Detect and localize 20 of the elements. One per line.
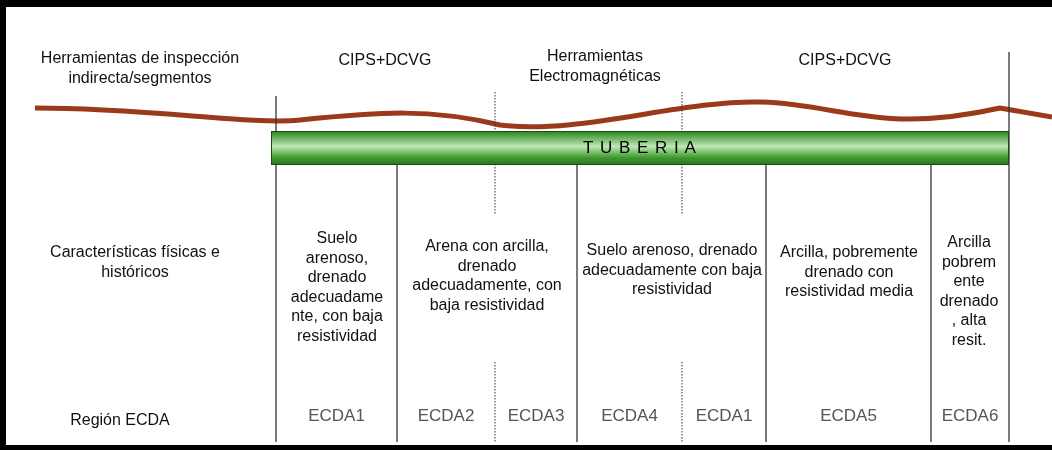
region-label: ECDA1 [307, 406, 366, 427]
text-label: Herramientas Electromagnéticas [528, 46, 662, 86]
text-label: Suelo arenoso, drenado adecuadamente, con baja resistividad [289, 228, 385, 346]
text-label: CIPS+DCVG [797, 50, 893, 70]
text-label: Región ECDA [69, 410, 171, 430]
pipe-bar [271, 131, 1009, 165]
text-label: Arcilla pobremente drenado, alta resit. [938, 232, 1000, 350]
text-label: Suelo arenoso, drenado adecuadamente con baja resistividad [581, 240, 763, 299]
text-label: Arcilla, pobremente drenado con resistividad media [779, 242, 919, 301]
pipe-label: T U B E R I A [583, 138, 697, 158]
region-label: ECDA6 [940, 406, 1000, 427]
text-label: Características físicas e históricos [49, 242, 221, 282]
region-label: ECDA5 [819, 406, 878, 427]
region-label: ECDA2 [416, 406, 476, 427]
text-label: Herramientas de inspección indirecta/segmentos [39, 48, 241, 88]
text-label: Arena con arcilla, drenado adecuadamente, con baja resistividad [411, 236, 563, 315]
region-label: ECDA3 [506, 406, 566, 427]
text-label: CIPS+DCVG [337, 50, 433, 70]
region-label: ECDA4 [600, 406, 659, 427]
region-label: ECDA1 [694, 406, 754, 427]
